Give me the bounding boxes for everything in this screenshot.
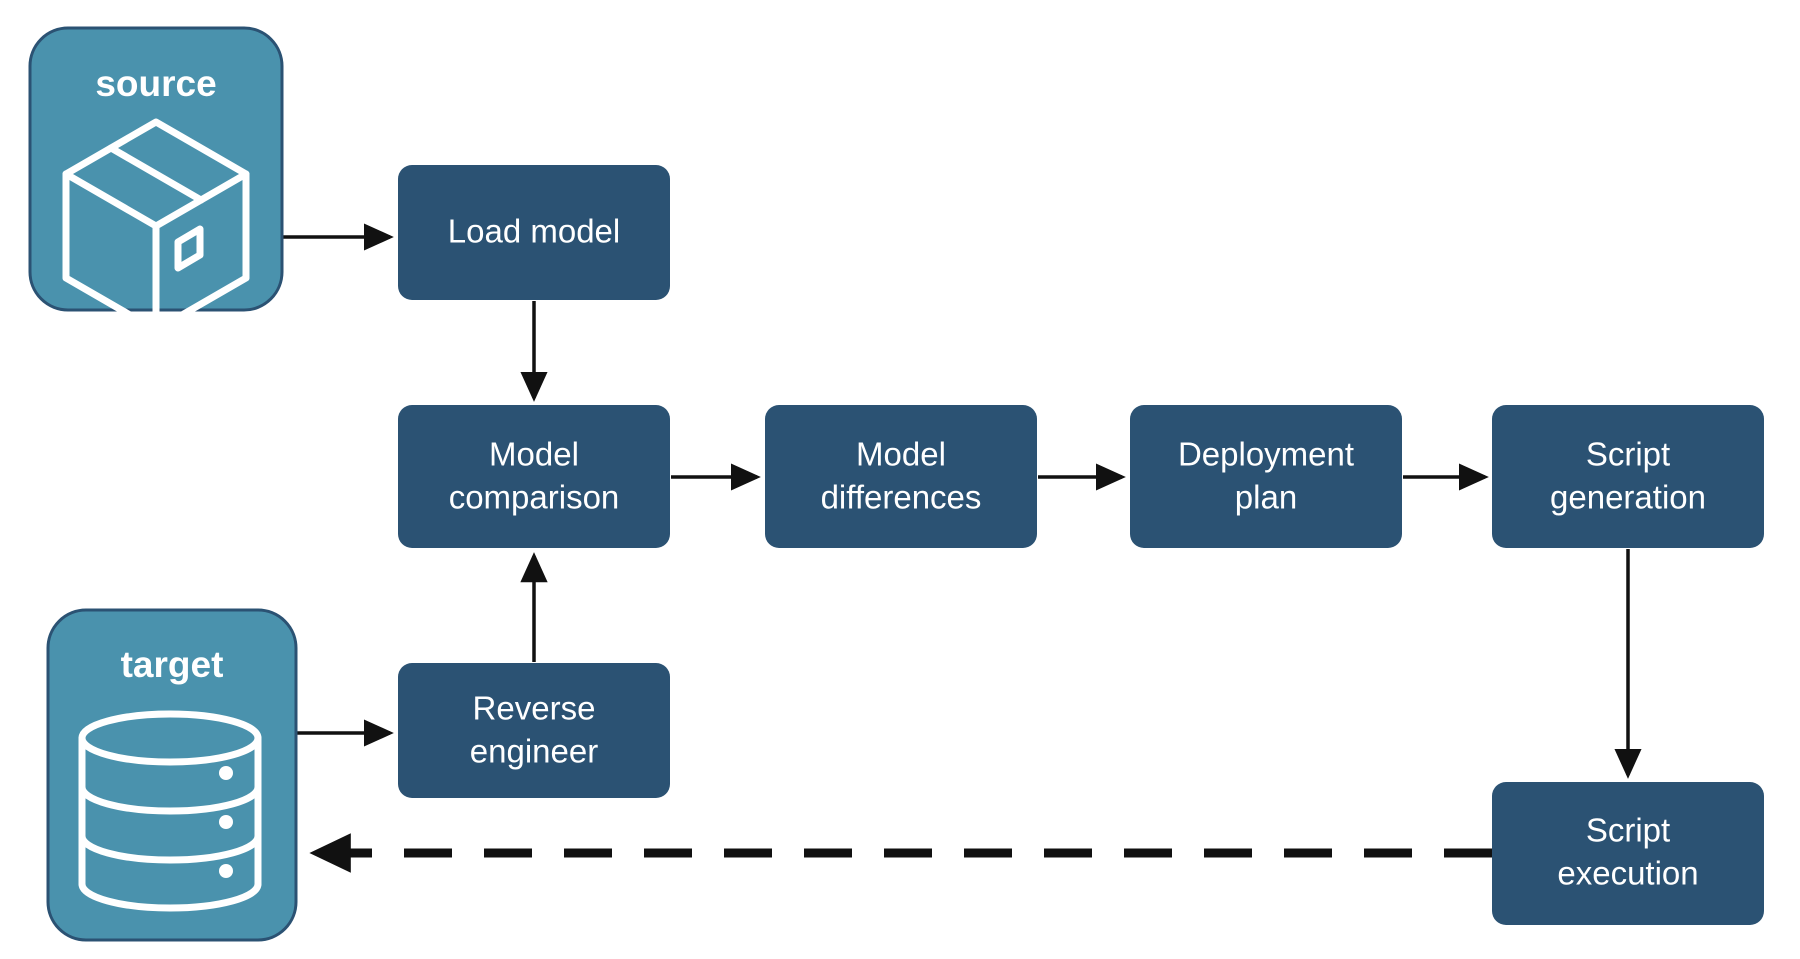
- endpoint-source[interactable]: source: [28, 26, 284, 334]
- target-label: target: [121, 644, 224, 685]
- database-cylinder-icon: [78, 710, 262, 912]
- model-differences-box[interactable]: [765, 405, 1037, 548]
- script-generation-label-line-1: Script: [1586, 436, 1670, 473]
- load-model-box[interactable]: [398, 165, 670, 300]
- source-label: source: [95, 63, 216, 104]
- process-script-generation[interactable]: Script generation: [1492, 405, 1764, 548]
- script-execution-box[interactable]: [1492, 782, 1764, 925]
- process-reverse-engineer[interactable]: Reverse engineer: [398, 663, 670, 798]
- script-execution-label-line-2: execution: [1557, 855, 1698, 892]
- reverse-engineer-label-line-1: Reverse: [473, 690, 596, 727]
- process-deployment-plan[interactable]: Deployment plan: [1130, 405, 1402, 548]
- process-model-differences[interactable]: Model differences: [765, 405, 1037, 548]
- package-box-icon: [62, 118, 250, 334]
- model-comparison-box[interactable]: [398, 405, 670, 548]
- script-generation-box[interactable]: [1492, 405, 1764, 548]
- model-comparison-label-line-1: Model: [489, 436, 579, 473]
- reverse-engineer-label-line-2: engineer: [470, 733, 598, 770]
- load-model-label-line-1: Load model: [448, 213, 620, 250]
- deployment-plan-box[interactable]: [1130, 405, 1402, 548]
- reverse-engineer-box[interactable]: [398, 663, 670, 798]
- model-differences-label-line-1: Model: [856, 436, 946, 473]
- process-script-execution[interactable]: Script execution: [1492, 782, 1764, 925]
- target-container[interactable]: [46, 608, 298, 942]
- deployment-plan-label-line-1: Deployment: [1178, 436, 1354, 473]
- model-comparison-label-line-2: comparison: [449, 479, 620, 516]
- script-execution-label-line-1: Script: [1586, 812, 1670, 849]
- endpoint-target[interactable]: target: [46, 608, 298, 942]
- process-load-model[interactable]: Load model: [398, 165, 670, 300]
- model-differences-label-line-2: differences: [821, 479, 982, 516]
- deployment-plan-label-line-2: plan: [1235, 479, 1297, 516]
- process-model-comparison[interactable]: Model comparison: [398, 405, 670, 548]
- script-generation-label-line-2: generation: [1550, 479, 1706, 516]
